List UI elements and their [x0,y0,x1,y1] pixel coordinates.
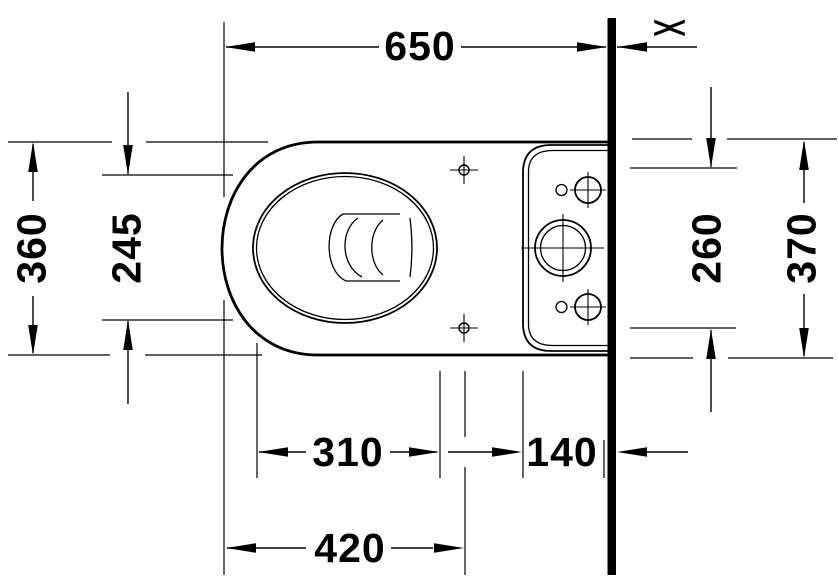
dim-245-label: 245 [103,212,149,283]
seat-hinge-hole-bottom [450,314,478,342]
wall-thickness-indicator: >< [617,10,697,52]
arrowhead-up [123,320,133,350]
arrowhead-right [577,42,607,52]
arrowhead-down [123,145,133,175]
dim-260: 260 [630,87,737,412]
dim-310: 310 [256,343,441,478]
bolt-hole-bottom [570,289,606,325]
arrowhead-right [409,447,439,457]
dim-420-label: 420 [314,525,385,571]
bolt-hole-top [570,172,606,208]
arrowhead-right [492,447,522,457]
wall-line [607,18,616,575]
dim-140-label: 140 [526,429,597,475]
seat-hinge-hole-top [450,156,478,184]
dim-245: 245 [102,92,233,404]
dim-650-label: 650 [384,23,455,69]
arrowhead-wall [617,42,647,52]
arrowhead-left [225,42,255,52]
water-outline [328,213,413,282]
arrowhead-right [434,543,464,553]
dim-370-label: 370 [778,212,824,283]
small-hole-top [555,183,568,197]
dim-360-label: 360 [8,212,54,283]
arrowhead-left [258,447,288,457]
wall-variable-symbol: >< [653,10,685,45]
dim-650: 650 [223,22,607,197]
dim-420: 420 [223,300,466,575]
small-hole-bottom [555,300,568,314]
arrowhead-up [706,329,716,359]
arrowhead-down [799,328,809,358]
toilet-body-outline [220,140,608,357]
dim-140: 140 [448,371,688,478]
bowl-rim [252,172,438,324]
dim-360: 360 [8,141,268,356]
dim-310-label: 310 [312,429,383,475]
arrowhead-down [28,325,38,355]
arrowhead-left [226,543,256,553]
arrowhead-left [617,447,647,457]
arrowhead-up [799,140,809,170]
arrowhead-down [706,138,716,168]
arrowhead-up [28,142,38,172]
dim-370: 370 [630,138,837,359]
flush-valve-circle [521,214,604,282]
dim-260-label: 260 [683,212,729,283]
